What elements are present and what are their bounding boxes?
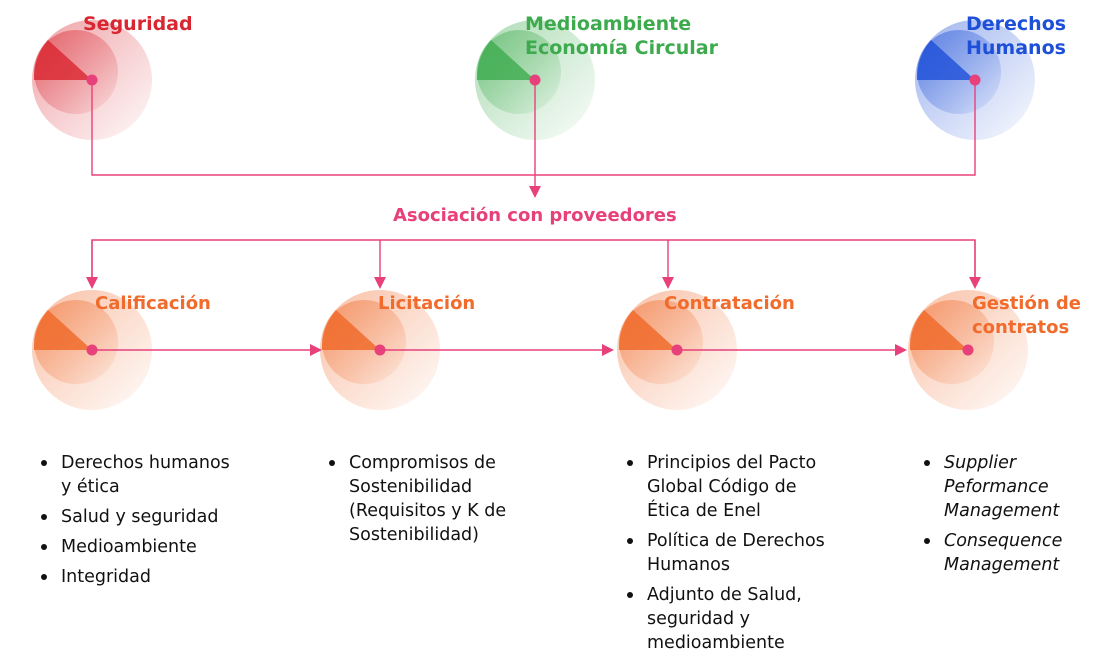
pillar-title-medioambiente: Medioambiente Economía Circular bbox=[525, 13, 718, 59]
calificacion-circle-icon bbox=[32, 290, 152, 410]
list-item: Principios del Pacto Global Código de Ét… bbox=[622, 451, 862, 523]
list-item: Política de Derechos Humanos bbox=[622, 529, 862, 577]
list-item: Medioambiente bbox=[36, 535, 276, 559]
list-item: Compromisos de Sostenibilidad (Requisito… bbox=[324, 451, 564, 547]
stage-title-contratacion: Contratación bbox=[664, 293, 795, 314]
contratacion-circle-icon bbox=[617, 290, 737, 410]
pillar-title-seguridad: Seguridad bbox=[83, 13, 193, 35]
center-label: Asociación con proveedores bbox=[393, 205, 677, 226]
bullet-list-contratacion: Principios del Pacto Global Código de Ét… bbox=[622, 451, 862, 661]
stage-distribution-lines bbox=[86, 239, 981, 289]
list-item: Derechos humanos y ética bbox=[36, 451, 276, 499]
list-item: Salud y seguridad bbox=[36, 505, 276, 529]
stage-title-gestion-contratos: Gestión de contratos bbox=[972, 293, 1082, 338]
list-item: Consequence Management bbox=[919, 529, 1099, 577]
bullet-list-gestion-contratos: Supplier Peformance Management Consequen… bbox=[919, 451, 1099, 583]
pillar-title-derechos-humanos: Derechos Humanos bbox=[966, 13, 1067, 59]
list-item: Supplier Peformance Management bbox=[919, 451, 1099, 523]
stage-title-licitacion: Licitación bbox=[378, 293, 476, 314]
stage-title-calificacion: Calificación bbox=[95, 293, 211, 314]
top-connector-lines bbox=[91, 80, 976, 198]
gestion-contratos-circle-icon bbox=[908, 290, 1028, 410]
licitacion-circle-icon bbox=[320, 290, 440, 410]
bullet-list-licitacion: Compromisos de Sostenibilidad (Requisito… bbox=[324, 451, 564, 553]
bullet-list-calificacion: Derechos humanos y ética Salud y segurid… bbox=[36, 451, 276, 595]
list-item: Integridad bbox=[36, 565, 276, 589]
list-item: Adjunto de Salud, seguridad y medioambie… bbox=[622, 583, 862, 655]
